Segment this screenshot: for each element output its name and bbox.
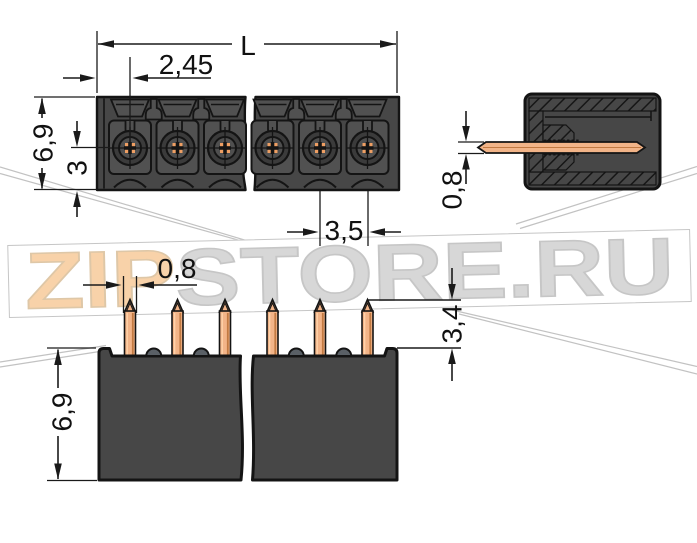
dim-front-pin-width: 0,8 bbox=[83, 253, 197, 313]
dim-side-pin-thickness: 0,8 bbox=[437, 111, 484, 210]
dim-label-length: L bbox=[240, 30, 256, 61]
solder-pin bbox=[361, 298, 374, 359]
solder-pin bbox=[123, 298, 137, 359]
top-edge-dome bbox=[335, 347, 353, 357]
dim-front-height: 6,9 bbox=[47, 347, 97, 482]
dim-pin-edge: 3 bbox=[62, 121, 110, 217]
dim-label-side-pin-thickness: 0,8 bbox=[437, 171, 468, 210]
top-edge-dome bbox=[287, 347, 305, 357]
solder-pin bbox=[266, 298, 279, 359]
dim-length: L bbox=[96, 30, 398, 93]
side-section-view bbox=[476, 92, 662, 191]
top-view bbox=[95, 95, 401, 192]
dim-label-pin-edge: 3 bbox=[62, 160, 93, 176]
dimensions: L 2,45 6,9 bbox=[28, 30, 484, 482]
dim-label-pitch: 3,5 bbox=[325, 215, 364, 246]
top-edge-dome bbox=[192, 347, 210, 357]
top-edge-dome bbox=[145, 347, 163, 357]
solder-pin bbox=[171, 298, 184, 359]
front-view bbox=[97, 298, 399, 482]
dim-label-pin-protrusion: 3,4 bbox=[437, 305, 468, 344]
dim-top-height: 6,9 bbox=[28, 96, 97, 191]
solder-pin bbox=[313, 298, 327, 359]
dim-pitch: 3,5 bbox=[287, 191, 401, 246]
dim-label-front-height: 6,9 bbox=[47, 393, 78, 432]
dim-label-front-pin-width: 0,8 bbox=[158, 253, 197, 284]
solder-pin bbox=[218, 298, 232, 359]
dim-label-top-height: 6,9 bbox=[28, 124, 59, 163]
dim-pin-offset: 2,45 bbox=[63, 49, 213, 147]
dim-pin-protrusion: 3,4 bbox=[368, 268, 468, 381]
side-pin bbox=[476, 139, 647, 156]
dim-label-pin-offset: 2,45 bbox=[159, 49, 214, 80]
